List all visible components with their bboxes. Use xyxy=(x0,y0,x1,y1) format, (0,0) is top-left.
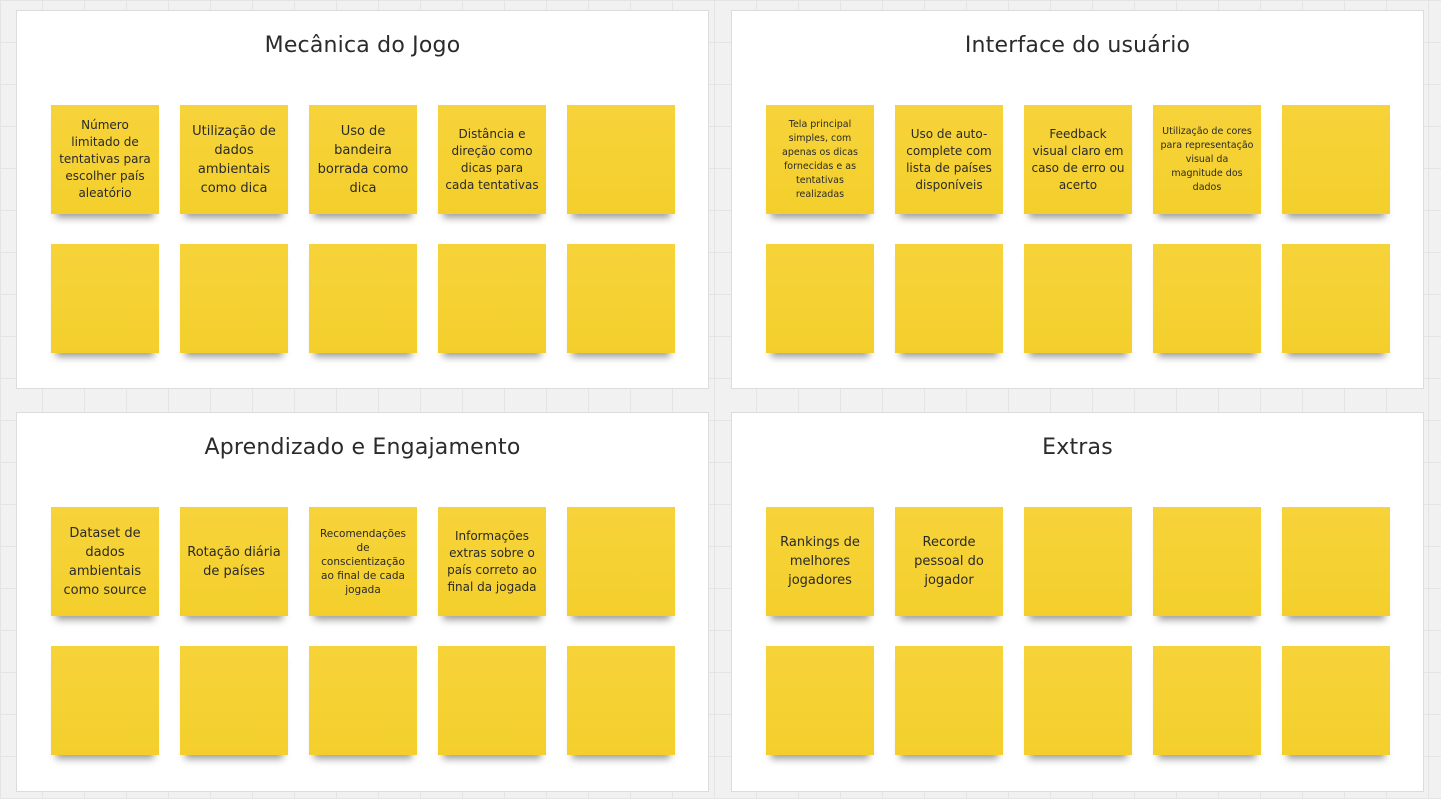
sticky-notes-grid: Tela principal simples, com apenas os di… xyxy=(766,105,1390,355)
sticky-note[interactable]: Informações extras sobre o país correto … xyxy=(438,507,546,616)
sticky-note[interactable] xyxy=(1153,244,1261,353)
sticky-note-text: Tela principal simples, com apenas os di… xyxy=(782,118,858,200)
sticky-note[interactable] xyxy=(766,646,874,755)
sticky-note[interactable]: Rotação diária de países xyxy=(180,507,288,616)
sticky-note[interactable] xyxy=(1024,244,1132,353)
sticky-note[interactable]: Dataset de dados ambientais como source xyxy=(51,507,159,616)
sticky-note-text: Recomendações de conscientização ao fina… xyxy=(319,527,407,596)
sticky-note-text: Uso de auto-complete com lista de países… xyxy=(906,126,992,192)
frame-title: Aprendizado e Engajamento xyxy=(204,435,521,460)
frame-aprendizado-e-engajamento[interactable]: Aprendizado e Engajamento Dataset de dad… xyxy=(16,412,709,792)
sticky-note[interactable] xyxy=(1282,507,1390,616)
sticky-note-text: Dataset de dados ambientais como source xyxy=(63,525,147,598)
sticky-note[interactable] xyxy=(1153,646,1261,755)
sticky-note[interactable]: Recomendações de conscientização ao fina… xyxy=(309,507,417,616)
sticky-note-text: Feedback visual claro em caso de erro ou… xyxy=(1031,126,1125,192)
sticky-note-text: Informações extras sobre o país correto … xyxy=(447,528,537,594)
sticky-note-text: Utilização de dados ambientais como dica xyxy=(192,123,276,196)
sticky-note[interactable] xyxy=(438,244,546,353)
sticky-note[interactable] xyxy=(1282,646,1390,755)
sticky-note[interactable]: Tela principal simples, com apenas os di… xyxy=(766,105,874,214)
sticky-note-text: Número limitado de tentativas para escol… xyxy=(59,118,151,200)
sticky-note[interactable] xyxy=(567,105,675,214)
sticky-note[interactable] xyxy=(180,646,288,755)
sticky-note[interactable] xyxy=(567,244,675,353)
sticky-note[interactable] xyxy=(1153,507,1261,616)
sticky-notes-grid: Dataset de dados ambientais como source … xyxy=(51,507,675,757)
sticky-notes-grid: Rankings de melhores jogadores Recorde p… xyxy=(766,507,1390,757)
sticky-note[interactable] xyxy=(567,507,675,616)
frame-interface-do-usuario[interactable]: Interface do usuário Tela principal simp… xyxy=(731,10,1424,389)
sticky-note[interactable]: Uso de bandeira borrada como dica xyxy=(309,105,417,214)
sticky-note[interactable]: Utilização de cores para representação v… xyxy=(1153,105,1261,214)
sticky-note[interactable]: Número limitado de tentativas para escol… xyxy=(51,105,159,214)
sticky-note[interactable] xyxy=(309,244,417,353)
sticky-note[interactable] xyxy=(51,244,159,353)
sticky-note[interactable] xyxy=(895,646,1003,755)
sticky-note-text: Uso de bandeira borrada como dica xyxy=(317,123,409,196)
frame-mecanica-do-jogo[interactable]: Mecânica do Jogo Número limitado de tent… xyxy=(16,10,709,389)
sticky-note-text: Distância e direção como dicas para cada… xyxy=(445,126,539,192)
sticky-note[interactable]: Recorde pessoal do jogador xyxy=(895,507,1003,616)
sticky-note[interactable] xyxy=(1282,244,1390,353)
sticky-note[interactable] xyxy=(309,646,417,755)
sticky-notes-grid: Número limitado de tentativas para escol… xyxy=(51,105,675,355)
sticky-note-text: Rotação diária de países xyxy=(187,544,281,579)
sticky-note[interactable] xyxy=(180,244,288,353)
sticky-note[interactable] xyxy=(1282,105,1390,214)
frame-title: Extras xyxy=(1042,435,1113,460)
frame-extras[interactable]: Extras Rankings de melhores jogadores Re… xyxy=(731,412,1424,792)
sticky-note[interactable]: Uso de auto-complete com lista de países… xyxy=(895,105,1003,214)
sticky-note[interactable]: Distância e direção como dicas para cada… xyxy=(438,105,546,214)
sticky-note[interactable] xyxy=(51,646,159,755)
frame-title: Interface do usuário xyxy=(964,33,1191,58)
sticky-note[interactable] xyxy=(1024,507,1132,616)
sticky-note-text: Utilização de cores para representação v… xyxy=(1160,125,1254,193)
sticky-note[interactable]: Feedback visual claro em caso de erro ou… xyxy=(1024,105,1132,214)
sticky-note[interactable] xyxy=(567,646,675,755)
sticky-note[interactable] xyxy=(766,244,874,353)
sticky-note-text: Recorde pessoal do jogador xyxy=(914,535,984,588)
sticky-note[interactable] xyxy=(1024,646,1132,755)
frame-title: Mecânica do Jogo xyxy=(264,33,461,58)
sticky-note[interactable] xyxy=(438,646,546,755)
sticky-note[interactable]: Rankings de melhores jogadores xyxy=(766,507,874,616)
sticky-note-text: Rankings de melhores jogadores xyxy=(780,535,860,588)
sticky-note[interactable]: Utilização de dados ambientais como dica xyxy=(180,105,288,214)
sticky-note[interactable] xyxy=(895,244,1003,353)
